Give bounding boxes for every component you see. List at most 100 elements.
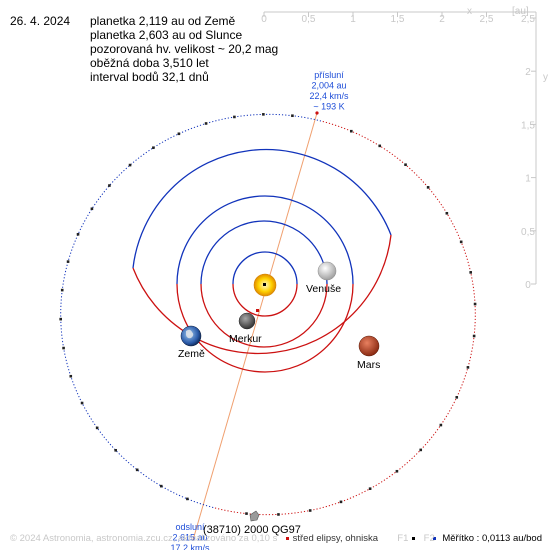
orbit-point <box>466 366 470 369</box>
scale-label: Měřítko : 0,0113 au/bod <box>442 533 542 544</box>
legend-ellipse-text: střed elipsy, ohniska <box>292 533 378 544</box>
orbit-point <box>439 423 443 427</box>
sun-center-marker <box>263 283 266 286</box>
orbit-point <box>152 146 155 150</box>
orbit-point <box>419 448 423 452</box>
orbit-point <box>62 346 65 350</box>
mercury-orbit-lower <box>232 283 298 317</box>
orbit-point <box>350 129 353 133</box>
legend-f1-marker <box>412 537 415 540</box>
orbit-point <box>135 468 139 472</box>
top-tick-label: 2,5 <box>480 14 494 25</box>
orbit-point <box>455 396 459 399</box>
info-line: interval bodů 32,1 dnů <box>90 70 209 84</box>
orbit-point <box>404 163 407 167</box>
asteroid[interactable]: (38710) 2000 QG97 <box>203 510 301 536</box>
orbit-point <box>95 426 99 430</box>
mars-label: Mars <box>357 359 380 371</box>
info-line: planetka 2,603 au od Slunce <box>90 28 243 42</box>
apsides-line <box>192 112 318 541</box>
legend-f1-text: F1 <box>397 533 409 544</box>
apsis-text: ~ 193 K <box>313 102 344 112</box>
right-tick-label: 1,5 <box>521 120 535 131</box>
right-axis-ticks: 2,521,510,50 <box>521 14 536 291</box>
earth[interactable]: Země <box>178 325 205 360</box>
orbit-point <box>368 487 372 490</box>
earth-orbit-upper <box>176 195 354 285</box>
x-axis-label: x <box>467 6 472 17</box>
venus-label: Venuše <box>306 283 341 295</box>
top-tick-label: 1 <box>350 14 356 25</box>
top-tick-label: 2 <box>439 14 445 25</box>
asteroid-label: (38710) 2000 QG97 <box>203 524 301 536</box>
right-tick-label: 0 <box>525 280 531 291</box>
date-label: 26. 4. 2024 <box>10 14 71 28</box>
earth-orbit-lower <box>176 283 354 373</box>
orbit-point <box>114 448 117 452</box>
orbit-point <box>395 469 399 473</box>
orbit-point <box>59 317 63 321</box>
orbit-point <box>339 500 343 504</box>
orbit-point <box>159 484 163 488</box>
orbit-point <box>204 122 208 125</box>
asteroid-icon <box>249 510 260 522</box>
mercury[interactable]: Merkur <box>229 312 262 345</box>
apsis-text: 17,2 km/s <box>170 543 210 550</box>
mercury-label: Merkur <box>229 333 262 345</box>
orbit-point <box>378 144 382 148</box>
credit-text: © 2024 Astronomia, astronomia.zcu.cz, ak… <box>10 533 278 544</box>
earth-label: Země <box>178 348 205 360</box>
mars[interactable]: Mars <box>357 335 380 371</box>
right-tick-label: 0,5 <box>521 227 535 238</box>
orbit-point <box>233 115 236 119</box>
mercury-orbit-upper <box>232 251 298 285</box>
orbit-point <box>262 113 265 116</box>
top-tick-label: 0 <box>261 14 267 25</box>
info-line: oběžná doba 3,510 let <box>90 56 209 70</box>
orbit-point <box>291 114 294 118</box>
orbit-point <box>459 240 463 244</box>
top-axis-ticks: 0 0,5 1 1,5 2 2,5 <box>261 12 494 25</box>
footer-credit: © 2024 Astronomia, astronomia.zcu.cz, ak… <box>10 533 435 544</box>
orbit-point <box>177 132 181 136</box>
mars-orbit-upper <box>132 148 392 269</box>
orbit-point <box>80 401 84 405</box>
orbit-point <box>473 302 477 306</box>
orbit-point <box>108 184 111 187</box>
perihelion-point <box>315 111 319 115</box>
asteroid-info: planetka 2,119 au od Země planetka 2,603… <box>90 14 278 84</box>
orbit-point <box>66 260 70 263</box>
apsis-text: 2,615 au <box>172 533 207 543</box>
top-tick-label: 0,5 <box>302 14 316 25</box>
info-line: planetka 2,119 au od Země <box>90 14 236 28</box>
venus-icon <box>317 261 337 281</box>
orbit-point <box>445 211 449 215</box>
mars-orbit-lower <box>132 234 392 355</box>
orbit-point <box>128 163 132 167</box>
earth-cloud <box>186 329 194 339</box>
right-tick-label: 1 <box>525 174 531 185</box>
ellipse-center-marker <box>256 309 259 312</box>
sun[interactable] <box>253 273 277 297</box>
info-line: pozorovaná hv. velikost ~ 20,2 mag <box>90 42 279 56</box>
orbit-point <box>472 334 476 338</box>
right-tick-label: 2 <box>525 67 531 78</box>
orbit-point <box>76 233 80 236</box>
mars-icon <box>358 335 380 357</box>
venus[interactable]: Venuše <box>306 261 341 295</box>
apsis-text: 22,4 km/s <box>309 91 349 101</box>
orbit-point <box>469 271 473 274</box>
apsis-text: odsluní <box>175 522 205 532</box>
top-tick-label: 1,5 <box>391 14 405 25</box>
orbit-point <box>308 509 312 512</box>
apsis-text: 2,004 au <box>311 81 346 91</box>
venus-orbit-lower <box>200 283 328 348</box>
legend-f2-text: F2 <box>423 533 435 544</box>
legend-ellipse-marker <box>286 537 289 540</box>
unit-label: [au] <box>512 6 529 17</box>
orbit-point <box>69 374 73 378</box>
legend-f2-marker <box>433 537 436 540</box>
y-axis-label: y <box>543 72 548 83</box>
